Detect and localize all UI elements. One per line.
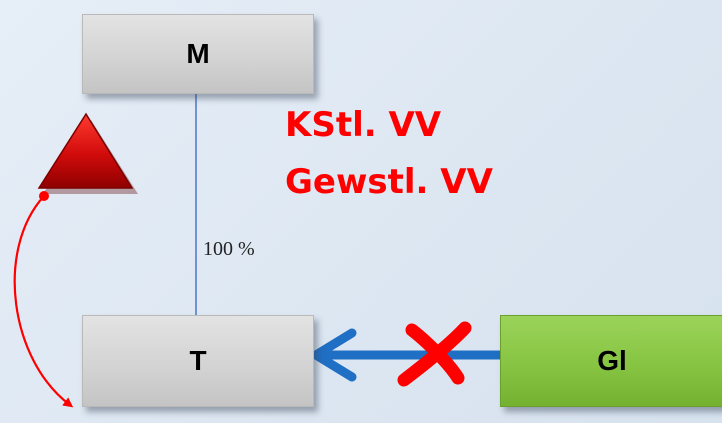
ownership-percent-label: 100 % <box>203 238 255 260</box>
subsidiary-box-t: T <box>82 315 314 407</box>
red-triangle-icon <box>37 112 138 194</box>
parent-box-m: M <box>82 14 314 94</box>
contract-label-kstl: KStl. VV <box>285 105 442 145</box>
external-box-label: Gl <box>597 345 627 376</box>
blue-arrow <box>311 328 525 382</box>
contract-label-gewstl: Gewstl. VV <box>285 162 493 202</box>
parent-box-label: M <box>186 38 210 69</box>
curved-red-arrow <box>13 191 74 408</box>
red-x-cross-icon <box>397 321 472 387</box>
external-box-gl: Gl <box>500 315 722 407</box>
subsidiary-box-label: T <box>189 345 207 376</box>
